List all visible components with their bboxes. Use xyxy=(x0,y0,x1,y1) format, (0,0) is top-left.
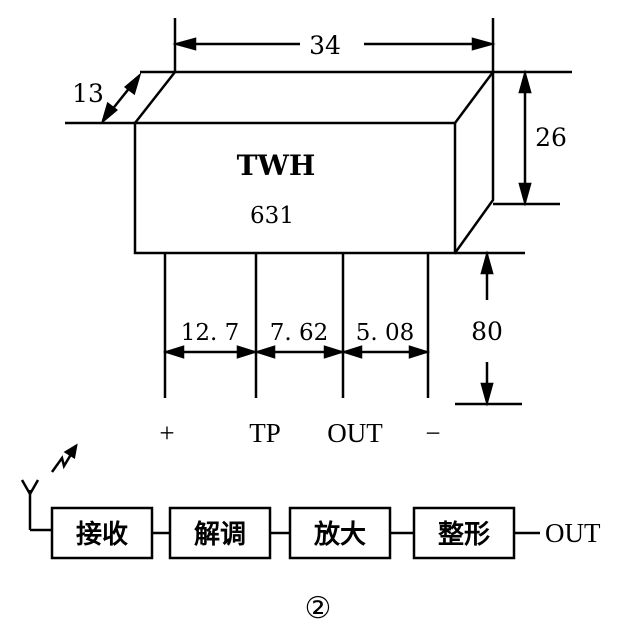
height-dimension xyxy=(493,69,572,207)
block-output-label: OUT xyxy=(545,518,601,548)
antenna-icon xyxy=(20,443,78,532)
pin-length-value: 80 xyxy=(471,317,503,346)
pin-label-tp: TP xyxy=(249,418,281,448)
pin-label-out: OUT xyxy=(327,418,383,448)
pin-length-arrow-bottom xyxy=(480,382,494,407)
pin-length-arrow-top xyxy=(480,250,494,275)
height-arrow-top xyxy=(518,69,532,94)
pin-length-dimension xyxy=(455,250,525,407)
depth-dimension xyxy=(65,70,175,125)
pitch-2-value: 7. 62 xyxy=(270,320,329,346)
pin-pitch-dimension xyxy=(162,345,431,359)
module-pins xyxy=(163,253,430,398)
pitch-arrow-out-left xyxy=(323,345,346,359)
block-amplify-label: 放大 xyxy=(313,519,366,550)
antenna-arm-right xyxy=(28,479,40,495)
length-dimension xyxy=(172,18,496,72)
height-arrow-bottom xyxy=(518,182,532,207)
antenna-arm-left xyxy=(20,479,32,495)
module-top-right-edge xyxy=(453,71,495,124)
pin-label-plus: + xyxy=(159,418,174,448)
pitch-arrow-minus xyxy=(408,345,431,359)
module-number-text: 631 xyxy=(250,203,294,229)
block-demodulate-label: 解调 xyxy=(194,520,246,550)
radio-wave-icon xyxy=(50,445,78,473)
pitch-arrow-tp-left xyxy=(236,345,259,359)
pitch-3-value: 5. 08 xyxy=(356,320,415,346)
module-front-face xyxy=(133,121,457,255)
length-arrow-left xyxy=(172,37,197,51)
length-arrow-right xyxy=(471,37,496,51)
figure-label: ② xyxy=(305,591,332,626)
pitch-1-value: 12. 7 xyxy=(181,320,240,346)
pin-label-minus: − xyxy=(425,418,440,448)
pitch-arrow-plus xyxy=(162,345,185,359)
radio-wave-arrow xyxy=(63,443,78,460)
block-shape-label: 整形 xyxy=(438,519,490,550)
block-receive-label: 接收 xyxy=(76,520,128,550)
depth-value: 13 xyxy=(72,79,104,108)
block-diagram xyxy=(50,506,540,560)
pitch-arrow-tp-right xyxy=(253,345,276,359)
depth-arrow-lower xyxy=(100,101,119,125)
length-value: 34 xyxy=(309,31,341,60)
pitch-arrow-out-right xyxy=(340,345,363,359)
depth-arrow-upper xyxy=(123,72,142,96)
height-value: 26 xyxy=(535,123,567,152)
module-model-text: TWH xyxy=(237,149,316,182)
